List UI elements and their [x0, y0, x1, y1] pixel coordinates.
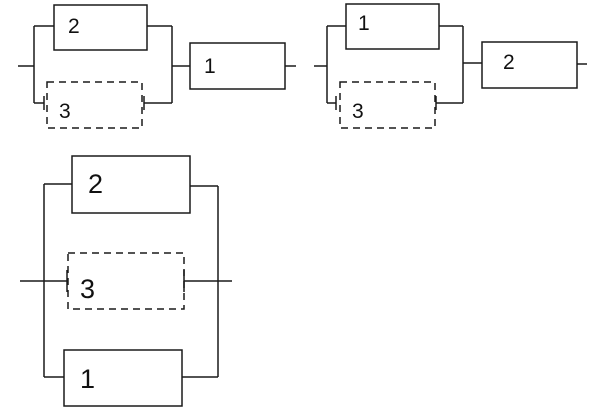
diagram-1-label-series: 1	[204, 55, 216, 78]
diagram-2-label-dashed: 3	[352, 100, 364, 123]
diagram-1-right-wire	[147, 25, 190, 103]
diagram-2-block-series	[481, 41, 578, 89]
diagram-3-left-wire	[20, 183, 72, 378]
diagram-2-right-wire	[439, 25, 482, 103]
diagram-1-block-dashed	[46, 81, 143, 129]
diagram-1: 2 3 1	[18, 4, 296, 129]
diagram-3-block-bottom	[63, 349, 183, 407]
diagram-1-label-top: 2	[68, 15, 80, 38]
diagram-2-label-series: 2	[503, 51, 515, 74]
diagram-1-dashed-terminals	[43, 96, 172, 110]
diagram-3: 2 3 1	[20, 155, 232, 407]
diagram-2-block-dashed	[339, 81, 436, 129]
diagram-3-right-wire	[182, 185, 232, 378]
diagram-1-label-dashed: 3	[59, 100, 71, 123]
diagram-3-label-dashed: 3	[80, 274, 95, 304]
diagram-3-label-top: 2	[88, 169, 103, 199]
diagram-1-left-wire	[18, 25, 54, 104]
diagram-3-block-top	[71, 155, 191, 214]
diagram-3-label-bottom: 1	[80, 364, 95, 394]
diagram-2-dashed-terminals	[335, 96, 463, 110]
diagram-2-label-top: 1	[358, 12, 370, 35]
diagram-2-left-wire	[314, 25, 346, 104]
diagram-1-block-top	[53, 4, 148, 51]
diagram-2: 1 3 2	[314, 3, 587, 129]
